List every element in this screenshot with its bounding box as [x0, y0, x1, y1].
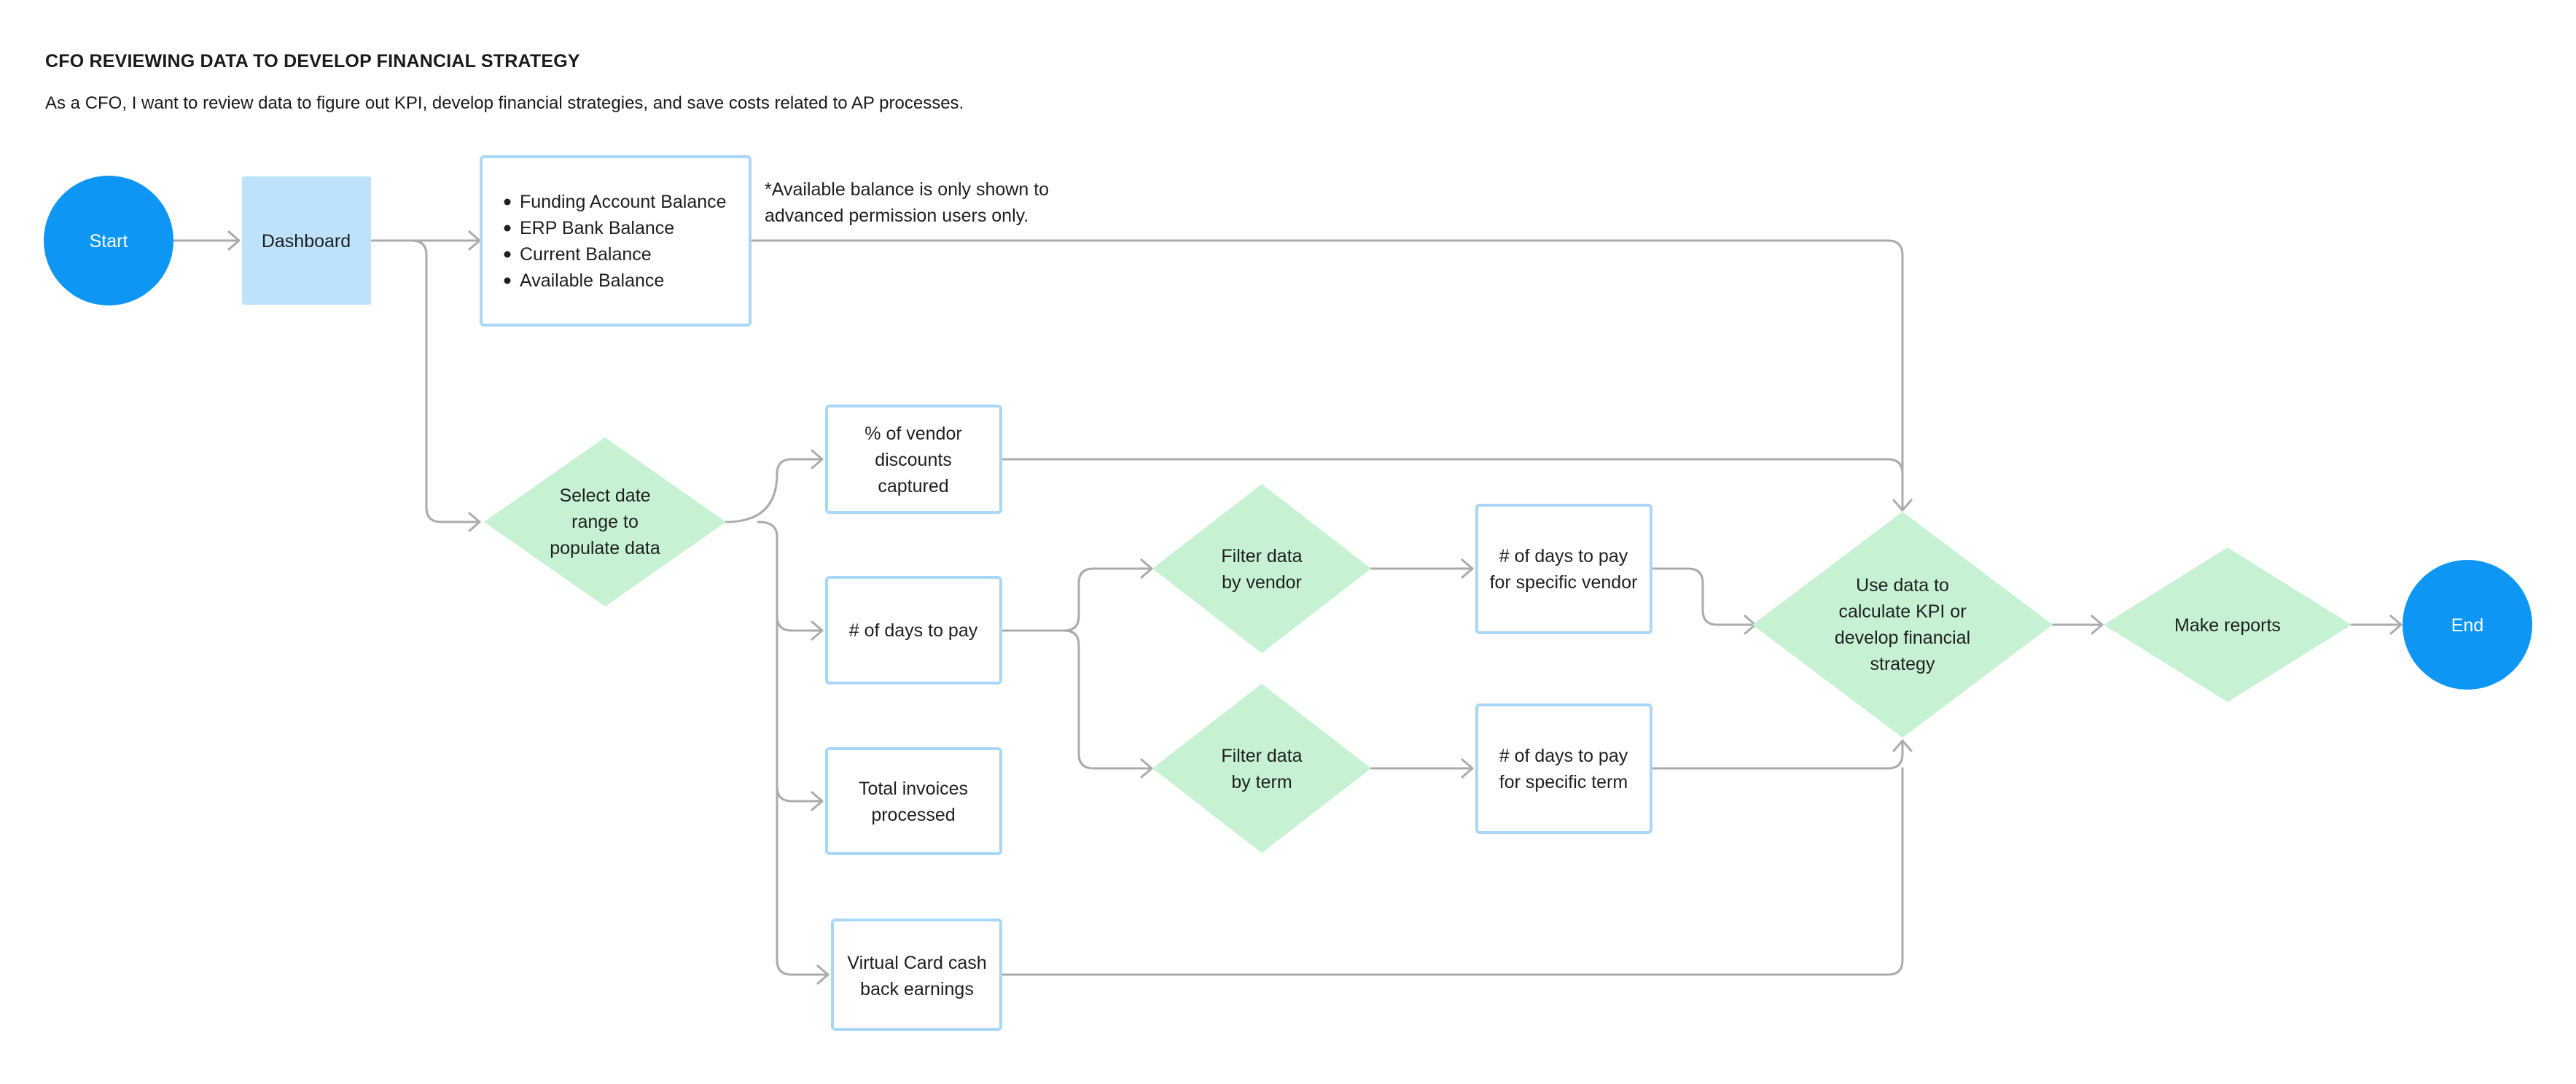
make-reports-node: Make reports	[2104, 547, 2351, 702]
total-invoices-label: processed	[871, 805, 955, 825]
select-date-label: populate data	[550, 538, 660, 558]
dashboard-label: Dashboard	[262, 231, 351, 251]
balances-node: Funding Account Balance ERP Bank Balance…	[480, 155, 752, 327]
use-data-label: calculate KPI or	[1838, 601, 1966, 622]
use-data-label: develop financial	[1835, 628, 1970, 648]
connector-vendor-discounts-use-data	[1000, 458, 1904, 475]
end-node: End	[2403, 560, 2532, 690]
vendor-discounts-label: captured	[878, 476, 948, 496]
total-invoices-label: Total invoices	[859, 779, 968, 799]
note-line: *Available balance is only shown to	[765, 179, 1049, 200]
filter-term-node: Filter data by term	[1152, 684, 1371, 853]
select-date-label: Select date	[559, 486, 650, 506]
dashboard-node: Dashboard	[242, 176, 371, 305]
arrowhead	[1892, 739, 1913, 752]
filter-vendor-node: Filter data by vendor	[1152, 484, 1371, 653]
days-to-pay-node: # of days to pay	[825, 576, 1002, 685]
vendor-discounts-label: discounts	[875, 450, 952, 470]
page-title: CFO REVIEWING DATA TO DEVELOP FINANCIAL …	[45, 51, 580, 71]
connector-days-term-use-data	[1650, 739, 1904, 770]
arrowhead	[811, 620, 824, 641]
connector-days-to-pay-filter-term	[1063, 629, 1153, 770]
arrowhead	[2091, 615, 2104, 635]
use-data-node: Use data to calculate KPI or develop fin…	[1752, 512, 2053, 738]
connector-dashboard-select-date	[410, 239, 481, 523]
vendor-discounts-label: % of vendor	[864, 424, 961, 444]
days-vendor-node: # of days to pay for specific vendor	[1475, 504, 1652, 634]
start-node: Start	[44, 176, 173, 305]
virtual-card-label: Virtual Card cash	[847, 953, 986, 973]
arrowhead	[811, 449, 824, 469]
filter-vendor-label: by vendor	[1222, 572, 1302, 593]
days-to-pay-label: # of days to pay	[849, 620, 978, 641]
days-vendor-label: # of days to pay	[1499, 546, 1628, 566]
arrowhead	[2389, 615, 2403, 635]
page-subtitle: As a CFO, I want to review data to figur…	[45, 93, 964, 113]
permission-note: *Available balance is only shown to adva…	[765, 179, 1049, 226]
balance-item: ERP Bank Balance	[520, 218, 674, 238]
connector-select-date-days-to-pay	[757, 520, 824, 632]
days-term-node: # of days to pay for specific term	[1475, 703, 1652, 834]
end-label: End	[2451, 615, 2483, 636]
connector-days-vendor-use-data	[1650, 567, 1757, 626]
arrowhead	[1892, 499, 1913, 512]
balance-item: Available Balance	[520, 270, 664, 291]
virtual-card-node: Virtual Card cash back earnings	[831, 919, 1002, 1031]
arrowhead	[811, 791, 824, 811]
start-label: Start	[90, 231, 128, 251]
connector-select-date-vendor-discounts	[725, 458, 824, 523]
balance-item: Funding Account Balance	[520, 192, 727, 212]
note-line: advanced permission users only.	[765, 206, 1029, 226]
arrowhead	[1140, 758, 1153, 779]
balance-item: Current Balance	[520, 244, 652, 265]
arrowhead	[816, 964, 830, 985]
arrowhead	[1461, 758, 1474, 779]
arrowhead	[227, 230, 241, 251]
connectors	[172, 230, 2403, 985]
days-vendor-label: for specific vendor	[1490, 572, 1638, 593]
days-term-label: # of days to pay	[1499, 746, 1628, 766]
make-reports-label: Make reports	[2174, 615, 2281, 636]
select-date-label: range to	[571, 512, 639, 532]
use-data-label: strategy	[1870, 654, 1935, 674]
total-invoices-node: Total invoices processed	[825, 747, 1002, 855]
select-date-node: Select date range to populate data	[484, 437, 726, 607]
connector-select-date-total-invoices	[776, 611, 824, 803]
use-data-label: Use data to	[1856, 575, 1949, 596]
arrowhead	[1140, 558, 1153, 579]
filter-term-label: by term	[1231, 772, 1292, 792]
virtual-card-label: back earnings	[860, 979, 974, 999]
connector-days-to-pay-filter-vendor	[1000, 567, 1153, 632]
filter-vendor-label: Filter data	[1221, 546, 1302, 566]
connector-virtual-card-use-data	[1000, 767, 1904, 976]
filter-term-label: Filter data	[1221, 746, 1302, 766]
days-term-label: for specific term	[1499, 772, 1628, 792]
arrowhead	[468, 512, 481, 532]
arrowhead	[1461, 558, 1474, 579]
connector-select-date-virtual-card	[776, 785, 830, 976]
connector-balances-use-data	[749, 239, 1904, 512]
vendor-discounts-node: % of vendor discounts captured	[825, 405, 1002, 514]
